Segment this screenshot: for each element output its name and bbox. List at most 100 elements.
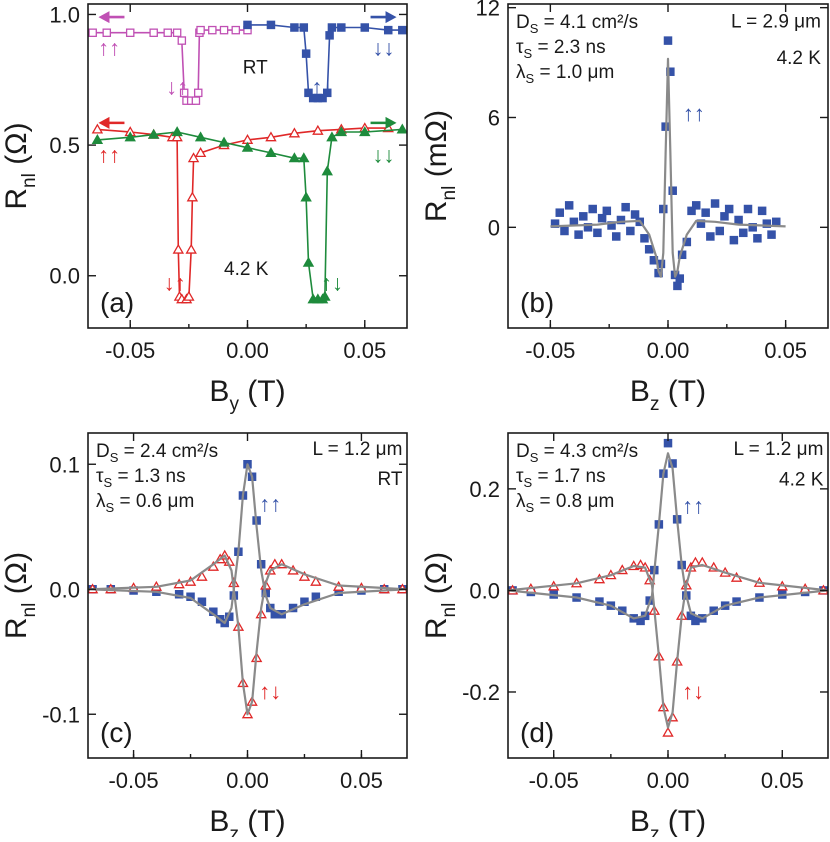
panel-3-xtick-label: -0.05: [529, 768, 579, 793]
panel-3-series-0-point: [691, 616, 700, 626]
panel-0-series-2-point: [171, 131, 183, 142]
panel-1-series-0-point: [616, 215, 626, 225]
panel-3-param-diffusion: DS = 4.3 cm²/s: [516, 441, 638, 465]
panel-1-series-0-point: [668, 186, 677, 195]
panel-3-y-axis-title: Rnl (Ω): [420, 552, 460, 639]
panel-1-series-0-point: [621, 202, 630, 212]
panel-2-panel-label: (c): [100, 717, 133, 748]
panel-0-series-3-point: [218, 136, 230, 147]
panel-0-sweep-arrow-left: [98, 11, 125, 24]
panel-1-series-0-point: [739, 228, 748, 238]
panel-1-series-0-point: [588, 204, 597, 214]
panel-1-series-0-point: [597, 213, 607, 223]
panel-0-plot-area: [88, 20, 407, 304]
panel-1-series-0-point: [729, 235, 739, 245]
panel-3-param-spin-length: λS = 0.8 μm: [516, 491, 614, 515]
panel-0-series-2-point: [288, 127, 301, 138]
panel-2-param-diffusion: DS = 2.4 cm²/s: [96, 441, 218, 465]
panel-1-series-0-point: [555, 208, 565, 217]
panel-1-xtick-label: 0.05: [764, 338, 807, 363]
panel-0-series-0-point: [191, 96, 201, 105]
panel-2-xtick-label: -0.05: [108, 768, 158, 793]
panel-2-param-spin-length: λS = 0.6 μm: [96, 491, 194, 515]
panel-0-series-1-point: [304, 88, 313, 98]
panel-0-series-1-point: [266, 20, 276, 30]
panel-1-annotation: L = 2.9 μm: [731, 11, 821, 32]
panel-2-y-axis-title: Rnl (Ω): [0, 552, 40, 639]
panel-1-series-0-point: [602, 206, 612, 216]
panel-1-series-0-point: [663, 36, 673, 45]
panel-3-magnetization-arrows: ↑↑: [682, 494, 704, 519]
panel-0-ytick-label: 0.5: [49, 133, 80, 158]
panel-2-x-axis-title: Bz (T): [209, 805, 285, 837]
panel-1-series-0-point: [706, 232, 715, 241]
panel-0-xtick-label: -0.05: [105, 338, 155, 363]
panel-2-annotation: L = 1.2 μm: [312, 439, 402, 460]
panel-0-series-1-point: [327, 23, 337, 32]
panel-0-series-0-point: [231, 25, 241, 35]
panel-0-annotation: 4.2 K: [224, 259, 269, 280]
panel-0-series-3-point: [124, 131, 136, 142]
panel-1-series-0-point: [757, 206, 767, 216]
panel-0-series-0-point: [208, 25, 217, 35]
panel-0-series-1-point: [360, 23, 370, 32]
panel-2-series-1-point: [310, 575, 322, 586]
panel-1-series-0-point: [564, 201, 574, 210]
panel-0-magnetization-arrows: ↓↑: [166, 75, 188, 100]
panel-0-series-2-point: [265, 131, 277, 142]
panel-0-series-1-point: [318, 93, 327, 103]
panel-3-series-2-fit-line: [508, 452, 828, 620]
panel-2-ytick-label: 0.1: [49, 452, 80, 477]
arrow-head: [98, 11, 110, 24]
panel-0-series-0-point: [125, 28, 135, 37]
panel-0-series-3-point: [91, 133, 104, 144]
panel-1-series-0-point: [753, 234, 762, 243]
panel-1-series-0-point: [734, 215, 743, 225]
panel-0-series-1-point: [299, 23, 309, 32]
panel-2-magnetization-arrows: ↑↓: [259, 679, 281, 704]
panel-0-series-2-point: [186, 191, 199, 202]
panel-2-magnetization-arrows: ↑↑: [259, 491, 281, 516]
panel-1-plot-area: [550, 36, 786, 291]
panel-1-series-0-point: [673, 281, 682, 291]
panel-0-series-1-point: [243, 20, 252, 30]
panel-0-series-3-point: [265, 147, 277, 158]
panel-3-magnetization-arrows: ↑↓: [682, 679, 704, 704]
panel-2-series-2-fit-line: [88, 463, 407, 625]
panel-1-y-axis-title: Rnl (mΩ): [420, 110, 460, 222]
panel-1-param-diffusion: DS = 4.1 cm²/s: [516, 12, 638, 36]
panel-1-series-0-point: [630, 210, 640, 219]
arrow-head: [385, 11, 397, 24]
panel-0-series-2-point: [187, 152, 200, 163]
panel-1-xtick-label: 0.00: [647, 338, 690, 363]
panel-1-x-axis-title: Bz (T): [630, 375, 706, 415]
panel-1-series-0-point: [687, 206, 696, 216]
panel-3-param-spin-lifetime: τS = 1.7 ns: [516, 466, 606, 490]
panel-1-series-0-point: [583, 223, 593, 232]
panel-0-series-2-point: [312, 124, 324, 135]
panel-0-series-3-point: [319, 290, 331, 301]
panel-1-annotation: 4.2 K: [777, 48, 822, 69]
panel-2-ytick-label: -0.1: [42, 702, 80, 727]
panel-0-magnetization-arrows: ↑↓: [321, 271, 343, 296]
panel-0-series-2-point: [91, 123, 104, 134]
panel-0-series-0-point: [196, 25, 205, 35]
panel-3-x-axis-title: Bz (T): [630, 805, 706, 837]
panel-0-xtick-label: 0.05: [343, 338, 386, 363]
panel-1-series-0-point: [579, 212, 588, 221]
panel-1-series-0-point: [724, 204, 734, 214]
panel-1-series-0-point: [574, 230, 583, 239]
panel-0-series-0-point: [219, 25, 229, 35]
panel-3-panel-label: (d): [520, 717, 554, 748]
panel-3-plot-area: [508, 438, 828, 737]
panel-0-series-2-point: [172, 243, 185, 254]
panel-3-ytick-label: -0.2: [462, 680, 500, 705]
panel-1-series-0-point: [560, 226, 569, 236]
panel-2-series-1-point: [196, 570, 208, 581]
panel-0-series-0-point: [193, 88, 203, 98]
panel-0-x-axis-title: By (T): [209, 375, 285, 415]
